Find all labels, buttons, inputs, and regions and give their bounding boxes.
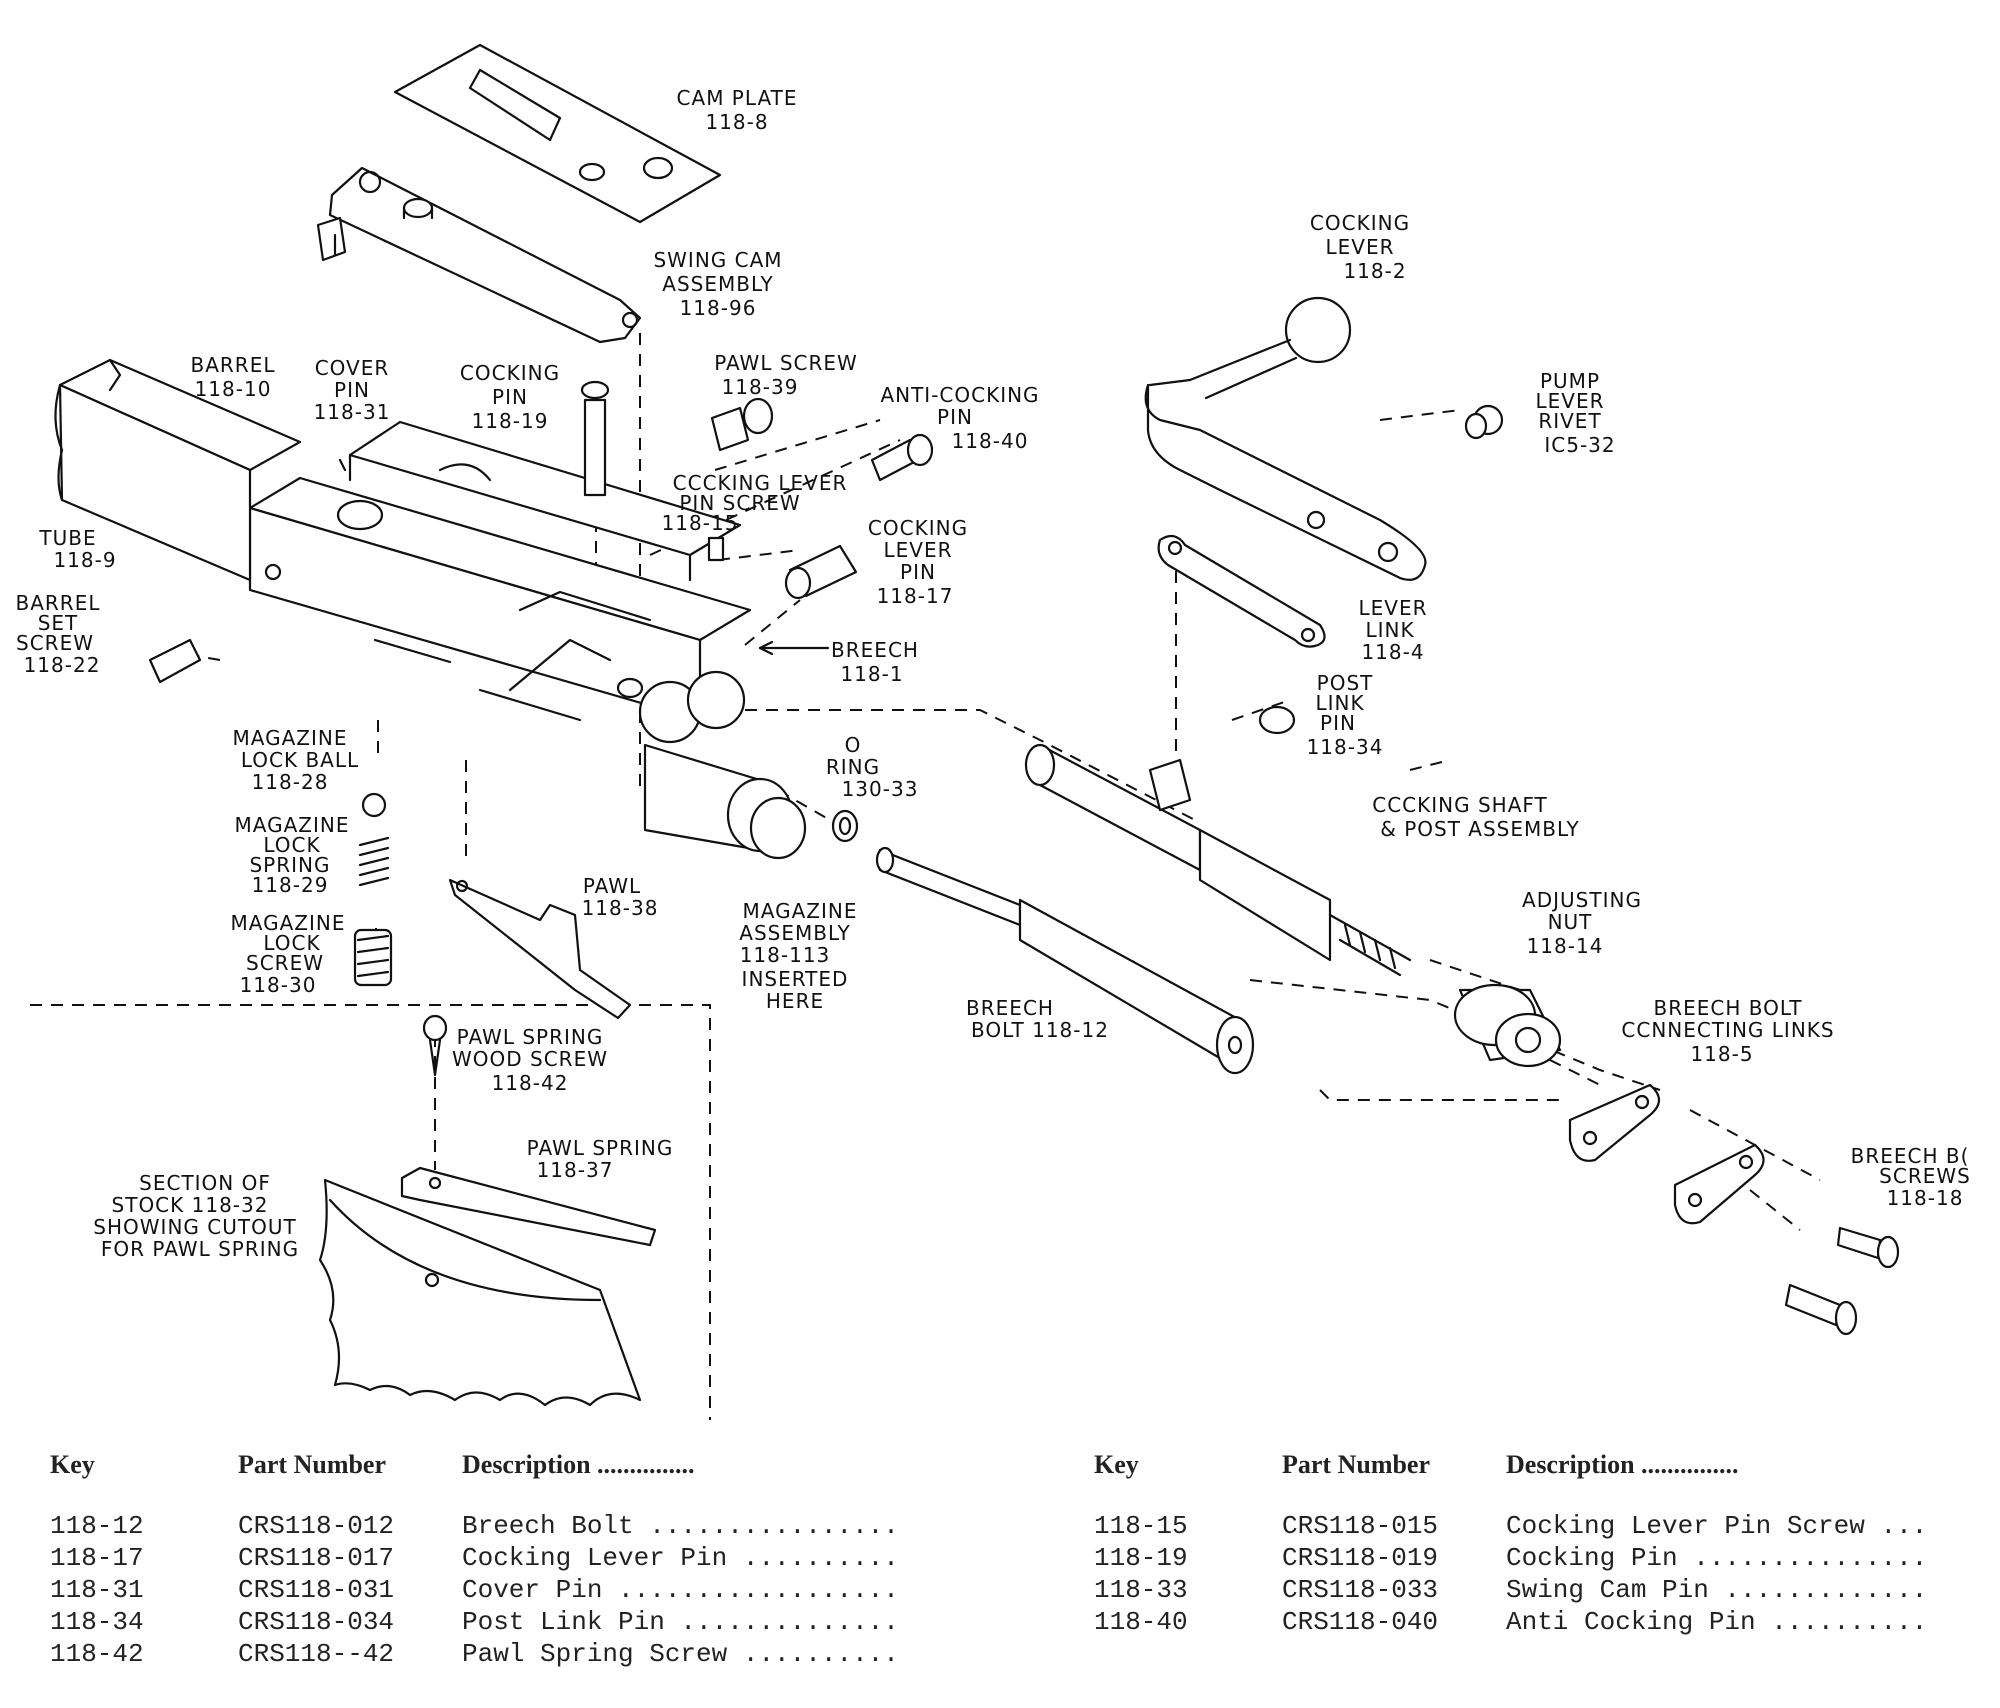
table-header-row: Key Part Number Description ............… (1094, 1450, 1927, 1510)
pawl-spring (400, 1166, 657, 1247)
cam-plate (393, 43, 722, 224)
cell-key: 118-34 (50, 1607, 144, 1637)
cell-key: 118-40 (1094, 1607, 1188, 1637)
cell-part-number: CRS118-015 (1282, 1511, 1439, 1541)
cell-key: 118-12 (50, 1511, 144, 1541)
cell-key: 118-15 (1094, 1511, 1188, 1541)
cell-description: Cocking Pin ............... (1506, 1543, 1928, 1573)
column-header-description: Description ............... (462, 1450, 695, 1479)
pins-and-screws (148, 380, 1504, 1077)
cell-part-number: CRS118-012 (238, 1511, 395, 1541)
cocking-lever (1144, 296, 1427, 581)
breech-bolt-screws (1784, 1226, 1900, 1336)
cell-description: Anti Cocking Pin .......... (1506, 1607, 1928, 1637)
table-row: 118-31 CRS118-031 Cover Pin ............… (50, 1574, 899, 1606)
table-row: 118-42 CRS118--42 Pawl Spring Screw ....… (50, 1638, 899, 1670)
cocking-shaft-assembly (1024, 743, 1412, 977)
column-header-part-number: Part Number (1282, 1450, 1431, 1479)
cell-description: Cover Pin .................. (462, 1575, 899, 1605)
cell-part-number: CRS118-031 (238, 1575, 395, 1605)
cell-key: 118-31 (50, 1575, 144, 1605)
cell-key: 118-17 (50, 1543, 144, 1573)
table-row: 118-12 CRS118-012 Breech Bolt ..........… (50, 1510, 899, 1542)
column-header-part-number: Part Number (238, 1450, 387, 1479)
barrel-tube (54, 358, 302, 582)
cell-description: Cocking Lever Pin Screw ... (1506, 1511, 1928, 1541)
cell-description: Swing Cam Pin ............. (1506, 1575, 1928, 1605)
table-row: 118-15 CRS118-015 Cocking Lever Pin Scre… (1094, 1510, 1927, 1542)
leader-arrows (333, 233, 830, 656)
cell-part-number: CRS118--42 (238, 1639, 395, 1669)
pawl (448, 878, 632, 1020)
label-cocking-shaft: CCCKING SHAFT& POST ASSEMBLY (1372, 793, 1579, 841)
table-row: 118-40 CRS118-040 Anti Cocking Pin .....… (1094, 1606, 1927, 1638)
table-row: 118-19 CRS118-019 Cocking Pin ..........… (1094, 1542, 1927, 1574)
connecting-links (1568, 1083, 1765, 1225)
column-header-key: Key (1094, 1450, 1139, 1479)
magazine-assembly (643, 743, 807, 860)
cell-part-number: CRS118-040 (1282, 1607, 1439, 1637)
cell-description: Post Link Pin .............. (462, 1607, 899, 1637)
column-header-key: Key (50, 1450, 95, 1479)
stock-section (318, 1178, 642, 1407)
table-row: 118-33 CRS118-033 Swing Cam Pin ........… (1094, 1574, 1927, 1606)
parts-table-right: Key Part Number Description ............… (1094, 1450, 1927, 1638)
cell-key: 118-19 (1094, 1543, 1188, 1573)
cell-description: Breech Bolt ................ (462, 1511, 899, 1541)
cell-part-number: CRS118-034 (238, 1607, 395, 1637)
cell-part-number: CRS118-019 (1282, 1543, 1439, 1573)
adjusting-nut (1453, 983, 1562, 1068)
cell-part-number: CRS118-033 (1282, 1575, 1439, 1605)
parts-lists: Key Part Number Description ............… (0, 1450, 2000, 1708)
table-row: 118-34 CRS118-034 Post Link Pin ........… (50, 1606, 899, 1638)
cell-part-number: CRS118-017 (238, 1543, 395, 1573)
cell-description: Cocking Lever Pin .......... (462, 1543, 899, 1573)
breech-bolt (875, 846, 1255, 1075)
cell-key: 118-33 (1094, 1575, 1188, 1605)
table-header-row: Key Part Number Description ............… (50, 1450, 899, 1510)
swing-cam-assembly (316, 166, 642, 344)
cell-key: 118-42 (50, 1639, 144, 1669)
breech-housing (248, 420, 752, 744)
table-row: 118-17 CRS118-017 Cocking Lever Pin ....… (50, 1542, 899, 1574)
cell-description: Pawl Spring Screw .......... (462, 1639, 899, 1669)
lever-link (1157, 534, 1326, 648)
column-header-description: Description ............... (1506, 1450, 1739, 1479)
parts-table-left: Key Part Number Description ............… (50, 1450, 899, 1670)
